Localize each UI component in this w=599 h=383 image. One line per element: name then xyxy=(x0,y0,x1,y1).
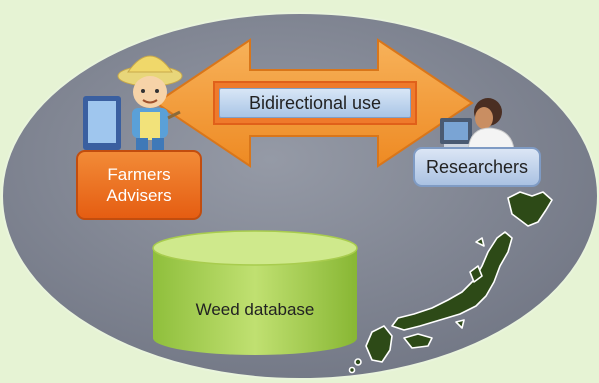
farmers-advisers-box: Farmers Advisers xyxy=(76,150,202,220)
database-cylinder xyxy=(152,230,358,355)
researchers-box: Researchers xyxy=(413,147,541,187)
bidirectional-use-label: Bidirectional use xyxy=(219,88,411,118)
japan-map-icon xyxy=(348,191,553,374)
farmers-label: Farmers xyxy=(107,165,171,184)
advisers-label: Advisers xyxy=(106,186,172,205)
researchers-label: Researchers xyxy=(425,156,529,177)
computer-monitor-icon xyxy=(83,96,121,156)
weed-database-label: Weed database xyxy=(195,300,315,319)
farmer-figure-icon xyxy=(117,55,183,150)
bidirectional-use-text: Bidirectional use xyxy=(248,92,382,113)
